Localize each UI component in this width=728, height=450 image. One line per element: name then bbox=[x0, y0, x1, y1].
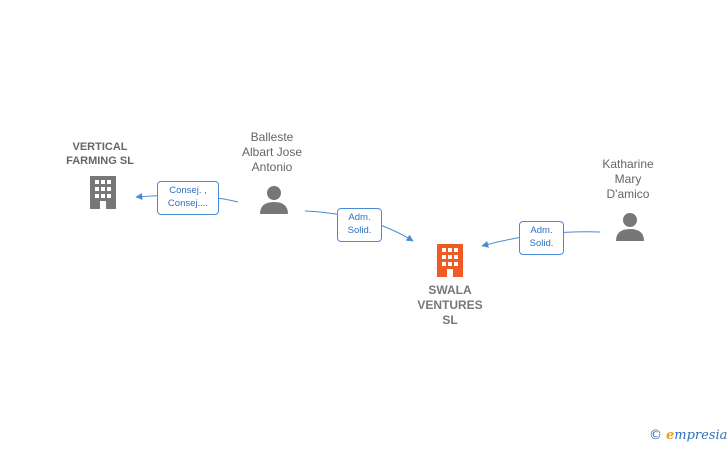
logo-e: e bbox=[666, 428, 675, 443]
edge-label-line: Adm. bbox=[530, 225, 553, 236]
node-label-line: SL bbox=[442, 313, 458, 327]
edge-label-line: Solid. bbox=[529, 238, 554, 249]
edge-label-adm-katharine[interactable]: Adm. Solid. bbox=[519, 221, 564, 255]
node-label-balleste: Balleste Albart Jose Antonio bbox=[222, 130, 322, 175]
node-label-line: FARMING SL bbox=[66, 155, 134, 167]
node-label-line: Balleste bbox=[250, 130, 294, 144]
edge-label-consej[interactable]: Consej. , Consej.... bbox=[157, 181, 219, 215]
logo-text: mpresia bbox=[674, 428, 728, 443]
person-icon[interactable] bbox=[615, 211, 645, 241]
copyright-symbol: © bbox=[649, 428, 662, 443]
node-label-line: VERTICAL bbox=[72, 141, 128, 153]
node-label-line: D'amico bbox=[606, 187, 650, 201]
node-label-line: VENTURES bbox=[417, 298, 483, 312]
building-icon[interactable] bbox=[87, 175, 119, 209]
edge-label-line: Consej. , bbox=[169, 185, 207, 196]
node-label-line: Antonio bbox=[251, 160, 293, 174]
empresia-logo: © empresia bbox=[649, 428, 727, 443]
edge-label-line: Consej.... bbox=[167, 198, 209, 209]
person-icon[interactable] bbox=[259, 184, 289, 214]
node-label-line: SWALA bbox=[428, 283, 472, 297]
edge-label-line: Solid. bbox=[347, 225, 372, 236]
node-label-vertical-farming: VERTICAL FARMING SL bbox=[50, 140, 150, 168]
building-icon[interactable] bbox=[434, 243, 466, 277]
node-label-line: Katharine bbox=[602, 157, 654, 171]
node-label-line: Albart Jose bbox=[241, 145, 303, 159]
edge-label-line: Adm. bbox=[348, 212, 371, 223]
node-label-katharine: Katharine Mary D'amico bbox=[578, 157, 678, 202]
node-label-line: Mary bbox=[614, 172, 642, 186]
node-label-swala: SWALA VENTURES SL bbox=[400, 283, 500, 328]
edge-label-adm-balleste[interactable]: Adm. Solid. bbox=[337, 208, 382, 242]
